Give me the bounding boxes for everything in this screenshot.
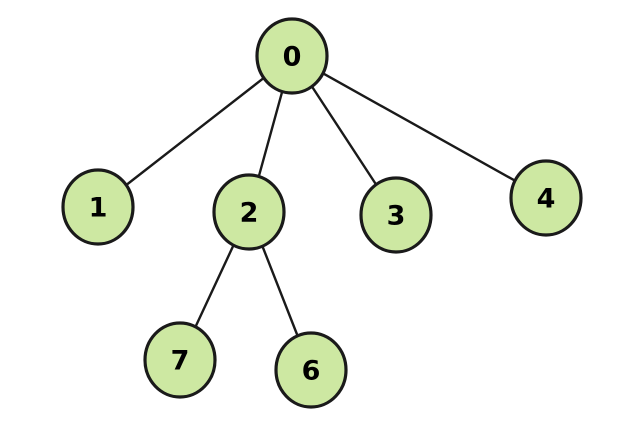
graph-node-label-3: 3: [387, 201, 406, 232]
graph-node-label-0: 0: [283, 42, 302, 73]
graph-edge-0-2: [257, 89, 284, 179]
graph-node-circle-7[interactable]: [143, 321, 217, 399]
graph-node-circle-1[interactable]: [61, 168, 135, 246]
graph-node-label-6: 6: [302, 356, 321, 387]
graph-node-circle-3[interactable]: [359, 176, 433, 254]
graph-node-label-2: 2: [240, 198, 259, 229]
graph-edge-0-1: [124, 76, 266, 187]
graph-node-1[interactable]: 1: [61, 168, 135, 246]
graph-node-0[interactable]: 0: [255, 17, 329, 95]
graph-node-label-1: 1: [89, 193, 108, 224]
graph-node-label-7: 7: [171, 346, 190, 377]
graph-edge-2-7: [193, 243, 236, 329]
graph-node-3[interactable]: 3: [359, 176, 433, 254]
graph-node-2[interactable]: 2: [212, 173, 286, 251]
graph-edge-2-6: [260, 244, 300, 338]
graph-edge-0-4: [320, 71, 518, 183]
edge-layer: [124, 71, 518, 338]
graph-edge-0-3: [310, 84, 378, 187]
graph-node-7[interactable]: 7: [143, 321, 217, 399]
graph-node-circle-4[interactable]: [509, 159, 583, 237]
graph-node-circle-2[interactable]: [212, 173, 286, 251]
graph-node-circle-0[interactable]: [255, 17, 329, 95]
graph-node-4[interactable]: 4: [509, 159, 583, 237]
node-layer: 0 1 2 3 4 7 6: [61, 17, 583, 409]
graph-node-circle-6[interactable]: [274, 331, 348, 409]
graph-node-6[interactable]: 6: [274, 331, 348, 409]
graph-node-label-4: 4: [537, 184, 556, 215]
